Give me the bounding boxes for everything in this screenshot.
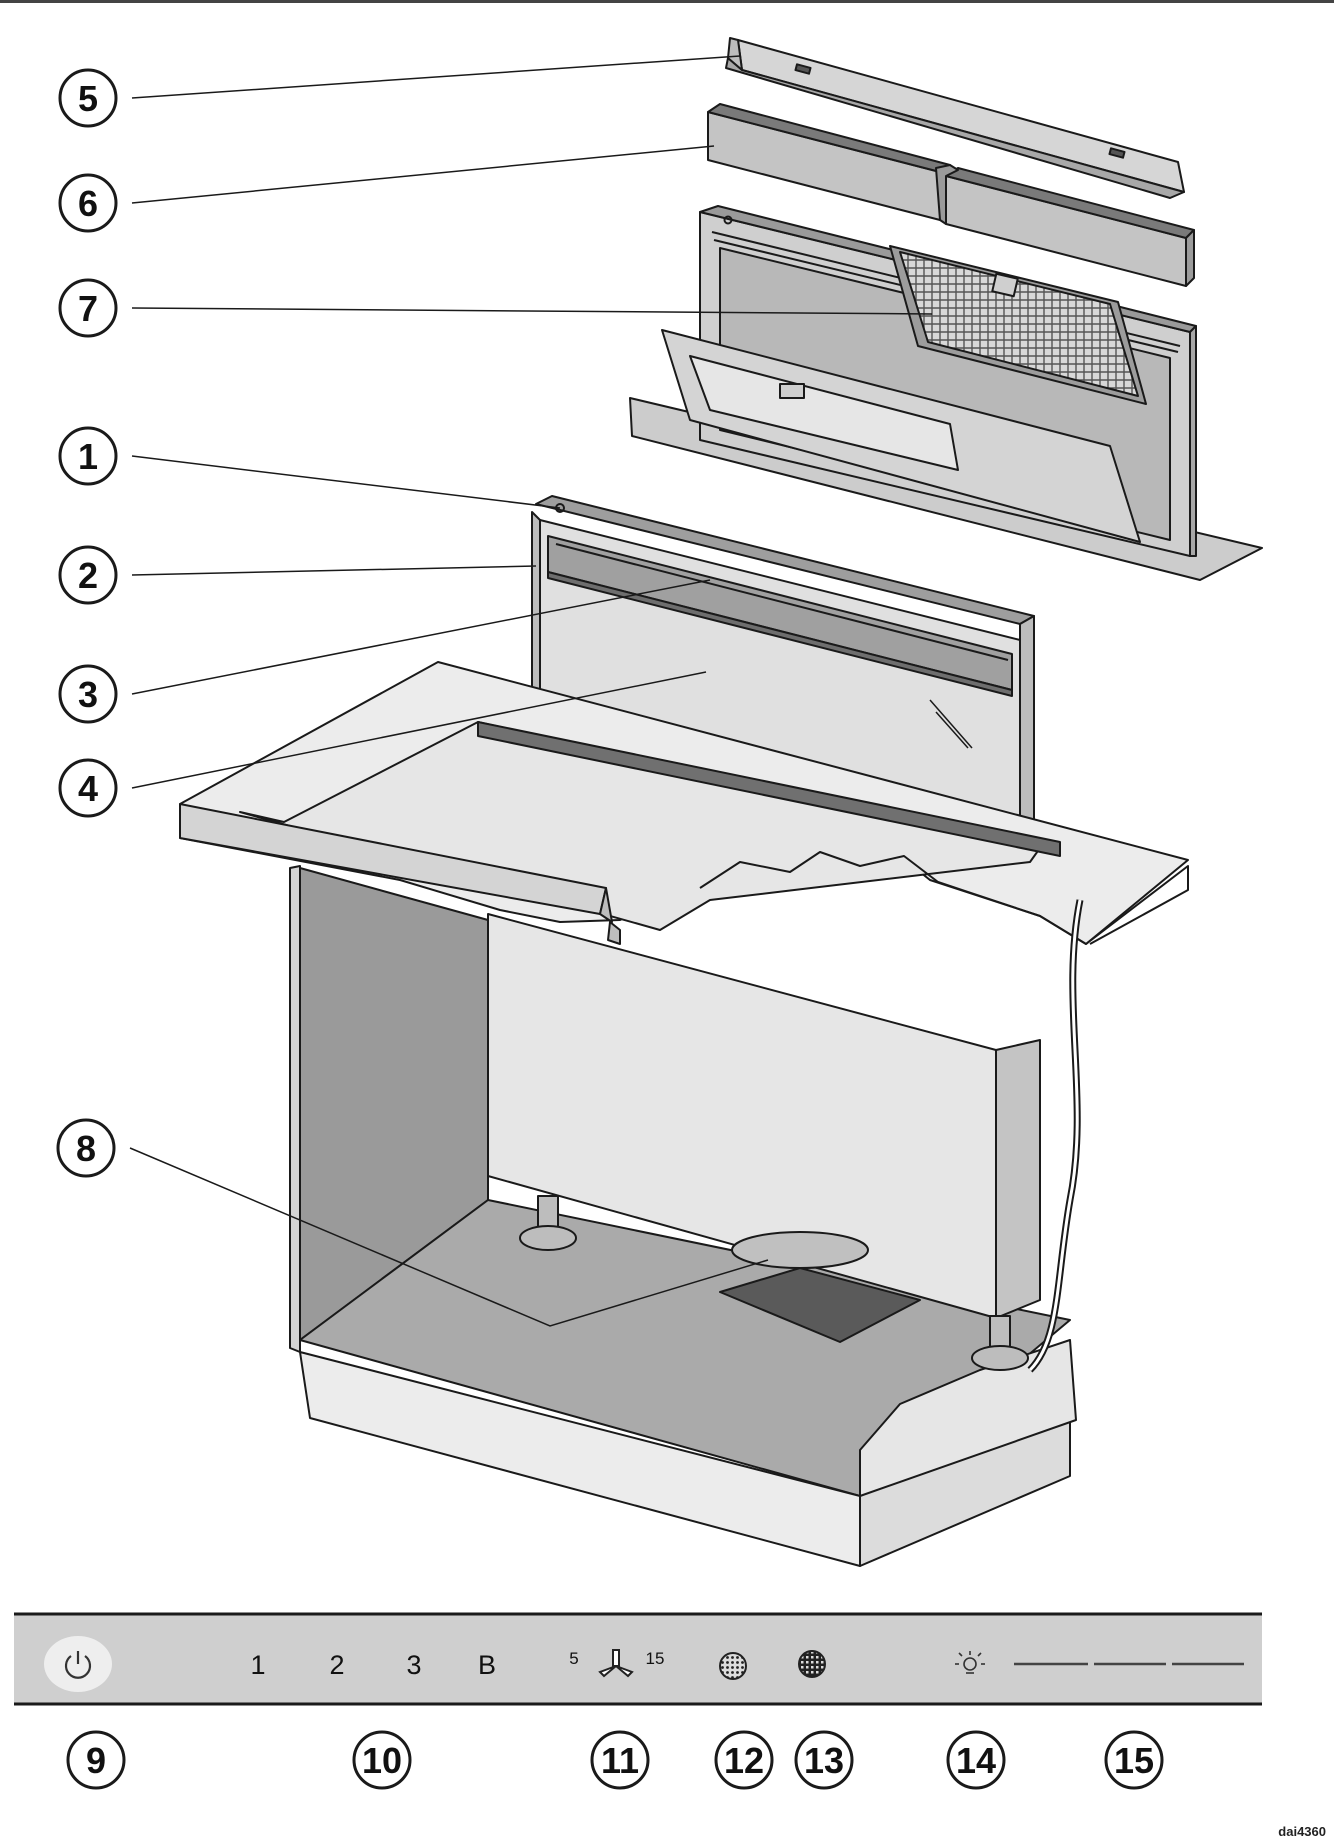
callout-4: 4 bbox=[58, 758, 118, 818]
leader-4 bbox=[131, 671, 707, 789]
fan-level-2-button[interactable]: 2 bbox=[329, 1650, 344, 1680]
countertop bbox=[179, 661, 1189, 945]
power-button[interactable] bbox=[44, 1636, 112, 1692]
leader-8 bbox=[129, 1147, 769, 1327]
timer-min-label: 5 bbox=[569, 1649, 578, 1668]
callout-8: 8 bbox=[56, 1118, 116, 1178]
callout-14: 14 bbox=[946, 1730, 1006, 1790]
leader-7 bbox=[131, 307, 933, 315]
fan-level-1-button[interactable]: 1 bbox=[250, 1650, 265, 1680]
grease-filter-button[interactable] bbox=[719, 1652, 747, 1680]
leader-2 bbox=[131, 565, 537, 576]
callout-15: 15 bbox=[1104, 1730, 1164, 1790]
leader-1 bbox=[131, 455, 561, 509]
part-6-cover-strips bbox=[707, 103, 1195, 287]
callout-3: 3 bbox=[58, 664, 118, 724]
callout-9: 9 bbox=[66, 1730, 126, 1790]
callout-4-label: 4 bbox=[78, 768, 98, 809]
control-panel: 1 2 3 B 5 15 bbox=[14, 1612, 1262, 1706]
callout-10: 10 bbox=[352, 1730, 412, 1790]
fan-level-3-button[interactable]: 3 bbox=[406, 1650, 421, 1680]
power-icon bbox=[64, 1651, 92, 1679]
callout-6-label: 6 bbox=[78, 183, 98, 224]
odour-filter-icon bbox=[798, 1650, 826, 1678]
callout-9-label: 9 bbox=[86, 1740, 106, 1781]
callout-6: 6 bbox=[58, 173, 118, 233]
callout-12: 12 bbox=[714, 1730, 774, 1790]
callout-13: 13 bbox=[794, 1730, 854, 1790]
leader-5 bbox=[131, 55, 741, 99]
grease-filter-icon bbox=[719, 1652, 747, 1680]
callout-2: 2 bbox=[58, 545, 118, 605]
leader-lines bbox=[129, 55, 933, 1327]
part-7-filter-unit bbox=[629, 205, 1263, 581]
run-on-timer-button[interactable]: 5 15 bbox=[569, 1649, 665, 1678]
callout-7-label: 7 bbox=[78, 288, 98, 329]
callout-10-label: 10 bbox=[362, 1740, 402, 1781]
light-button[interactable] bbox=[955, 1651, 985, 1674]
odour-filter-button[interactable] bbox=[798, 1650, 826, 1678]
callout-8-label: 8 bbox=[76, 1128, 96, 1169]
cabinet bbox=[289, 865, 1084, 1567]
callout-11: 11 bbox=[590, 1730, 650, 1790]
callout-15-label: 15 bbox=[1114, 1740, 1154, 1781]
drawing-reference: dai4360 bbox=[1278, 1824, 1326, 1839]
callout-5: 5 bbox=[58, 68, 118, 128]
callout-2-label: 2 bbox=[78, 555, 98, 596]
leader-3 bbox=[131, 579, 711, 695]
boost-button[interactable]: B bbox=[478, 1650, 496, 1680]
callout-13-label: 13 bbox=[804, 1740, 844, 1781]
callout-12-label: 12 bbox=[724, 1740, 764, 1781]
callout-1: 1 bbox=[58, 426, 118, 486]
main-hood bbox=[531, 495, 1035, 849]
light-icon bbox=[955, 1651, 985, 1674]
callout-7: 7 bbox=[58, 278, 118, 338]
callout-3-label: 3 bbox=[78, 674, 98, 715]
timer-max-label: 15 bbox=[646, 1649, 665, 1668]
fan-icon bbox=[598, 1649, 634, 1678]
leader-6 bbox=[131, 145, 715, 204]
callout-5-label: 5 bbox=[78, 78, 98, 119]
callout-1-label: 1 bbox=[78, 436, 98, 477]
callout-11-label: 11 bbox=[601, 1740, 639, 1781]
part-5-top-trim bbox=[725, 37, 1185, 199]
callout-14-label: 14 bbox=[956, 1740, 996, 1781]
